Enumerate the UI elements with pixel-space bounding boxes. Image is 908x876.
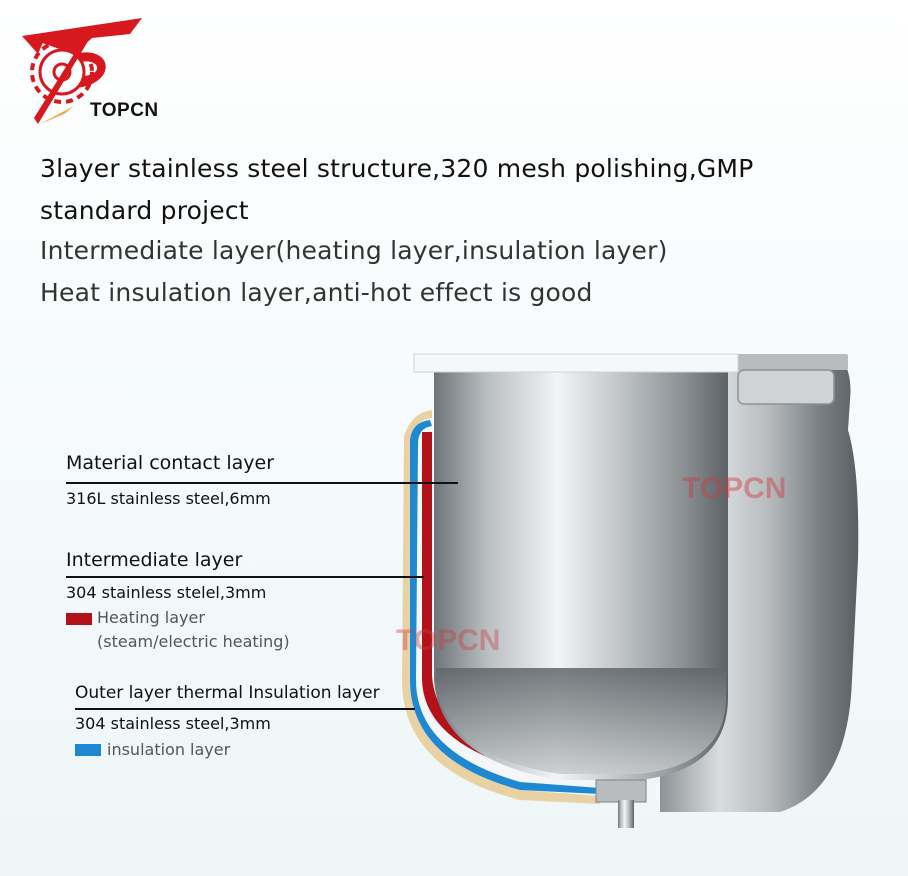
- flange: [734, 354, 848, 370]
- intermediate-layer-spec: 304 stainless stelel,3mm: [66, 583, 267, 602]
- intermediate-layer-leader: [66, 576, 424, 578]
- subheadline-intermediate: Intermediate layer(heating layer,insulat…: [40, 236, 668, 265]
- insulation-legend-label: insulation layer: [107, 740, 231, 759]
- heating-legend-label: Heating layer: [97, 608, 205, 627]
- outer-layer-title: Outer layer thermal Insulation layer: [75, 683, 380, 703]
- outer-layer-spec: 304 stainless steel,3mm: [75, 714, 271, 733]
- outer-layer-leader: [75, 708, 415, 710]
- headline-line-2: standard project: [40, 196, 249, 225]
- watermark-mid: TOPCN: [396, 624, 501, 657]
- insulation-swatch: [75, 744, 101, 756]
- headline-line-1: 3layer stainless steel structure,320 mes…: [40, 154, 754, 183]
- brand-name: TOPCN: [90, 100, 159, 121]
- contact-layer-leader: [66, 482, 458, 484]
- contact-layer-spec: 316L stainless steel,6mm: [66, 489, 271, 508]
- subheadline-insulation: Heat insulation layer,anti-hot effect is…: [40, 278, 593, 307]
- topcn-logo: TOPCN: [14, 14, 174, 134]
- heating-swatch: [66, 613, 92, 625]
- contact-layer-title: Material contact layer: [66, 452, 275, 474]
- heating-legend-note: (steam/electric heating): [97, 632, 290, 651]
- intermediate-layer-title: Intermediate layer: [66, 549, 243, 571]
- watermark-top: TOPCN: [682, 472, 787, 505]
- headline: 3layer stainless steel structure,320 mes…: [40, 148, 800, 232]
- topcn-gear-logo-icon: [22, 18, 142, 124]
